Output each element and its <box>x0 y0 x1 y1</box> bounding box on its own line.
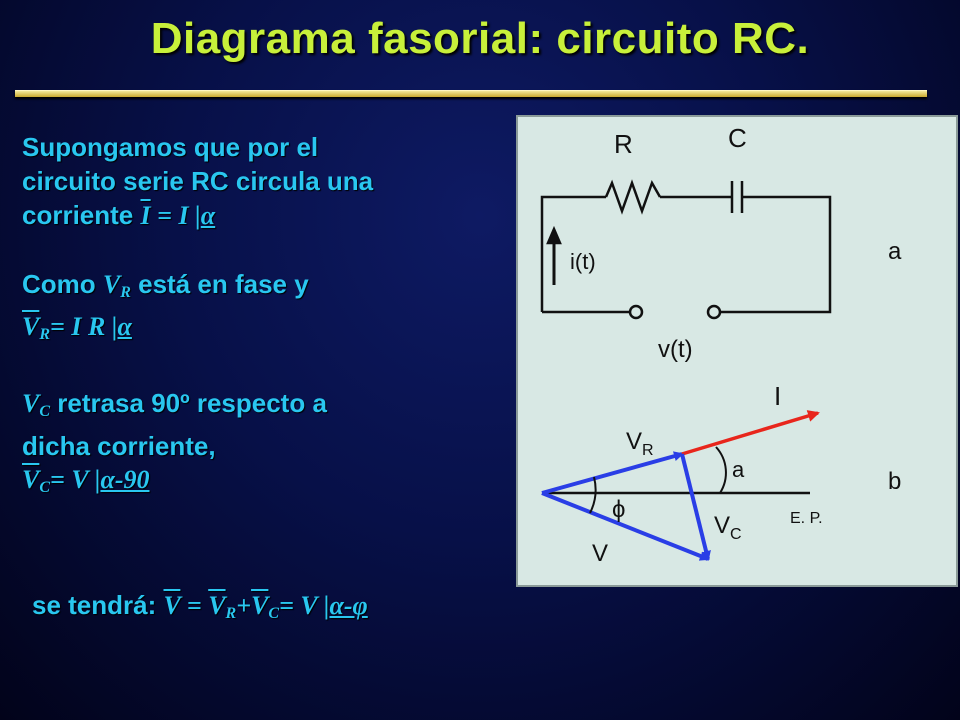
current-eq: = I | <box>150 201 201 230</box>
p3-line2: dicha corriente, <box>22 431 216 461</box>
vr-phasor-arrow <box>541 451 684 495</box>
label-VC-sub: C <box>730 526 742 543</box>
current-phasor: I <box>140 201 151 230</box>
vc-eq: = V | <box>50 465 101 494</box>
p2-text-b: está en fase y <box>130 269 309 299</box>
vr-expression: VR= I R |α <box>22 310 502 352</box>
vc-phasor-arrow <box>680 453 711 561</box>
label-VC-main: V <box>714 512 730 539</box>
p1-line3-text: corriente <box>22 200 134 230</box>
p3-text-b: retrasa 90º respecto a <box>50 388 327 418</box>
alpha-arc <box>715 446 727 494</box>
resistor-symbol <box>604 179 662 215</box>
res-vc: V <box>251 591 269 620</box>
label-I-phasor: I <box>774 381 781 411</box>
vc-phasor: V <box>22 465 40 494</box>
terminal-left <box>628 304 644 320</box>
phasor-diagram <box>541 410 820 561</box>
phi-arc <box>589 476 597 514</box>
current-angle: α <box>200 201 216 230</box>
current-expression: I = I |α <box>141 201 216 230</box>
res-vr: V <box>208 591 226 620</box>
vr-eq: = I R | <box>50 312 118 341</box>
vc-angle: α-90 <box>100 465 150 494</box>
label-b: b <box>888 468 901 495</box>
label-a: a <box>888 238 902 265</box>
vr-symbol-sub: R <box>120 284 131 301</box>
label-phi: ϕ <box>612 496 625 523</box>
wire-right <box>720 195 832 314</box>
res-angle: α-φ <box>329 591 368 620</box>
vr-angle: α <box>117 312 132 341</box>
label-v: v(t) <box>658 336 693 363</box>
label-VR-main: V <box>626 428 642 455</box>
title-divider <box>15 90 927 97</box>
vc-symbol: VC <box>22 389 51 420</box>
p2-text-a: Como <box>22 269 103 299</box>
label-VR: VR <box>626 428 654 459</box>
vr-symbol-v: V <box>102 270 121 299</box>
result-label: se tendrá: <box>32 590 164 620</box>
vc-phasor-sub: C <box>39 479 51 496</box>
terminal-right <box>706 304 722 320</box>
res-vr-sub: R <box>225 605 237 622</box>
vc-symbol-sub: C <box>39 403 51 420</box>
circuit-diagram <box>540 179 832 320</box>
label-VR-sub: R <box>642 442 654 459</box>
result-line: se tendrá: V = VR+VC= V |α-φ <box>32 590 368 623</box>
vc-expression: VC= V |α-90 <box>22 463 502 505</box>
res-vc-sub: C <box>268 605 280 622</box>
result-expression: V = VR+VC= V |α-φ <box>163 591 368 622</box>
label-i: i(t) <box>570 249 596 274</box>
label-ep: E. P. <box>790 510 823 527</box>
wire-left <box>540 195 606 312</box>
slide-title: Diagrama fasorial: circuito RC. <box>150 14 810 63</box>
res-plus: + <box>236 591 252 620</box>
diagram-svg: R C i(t) v(t) a I VR a ϕ VC E. P. V b <box>540 123 902 567</box>
diagram-panel: R C i(t) v(t) a I VR a ϕ VC E. P. V b <box>516 115 958 587</box>
p1-line3: corriente I = I |α <box>22 198 502 233</box>
i-phasor-arrow <box>681 410 820 456</box>
p2-line1: Como VR está en fase y <box>22 267 502 310</box>
current-arrow-head <box>546 225 562 245</box>
p3-line1: VC retrasa 90º respecto a <box>22 386 502 429</box>
label-R: R <box>614 129 633 159</box>
vr-phasor: V <box>22 312 40 341</box>
vr-symbol: VR <box>102 270 131 301</box>
p1-line1: Supongamos que por el <box>22 132 319 162</box>
res-v: V <box>163 591 181 620</box>
v-phasor-arrow <box>541 491 710 561</box>
label-V: V <box>592 540 608 567</box>
label-C: C <box>728 123 747 153</box>
res-eq: = <box>180 591 209 620</box>
label-alpha: a <box>732 457 745 482</box>
res-rest: = V | <box>279 591 330 620</box>
explanation-text: Supongamos que por el circuito serie RC … <box>22 130 502 505</box>
label-VC: VC <box>714 512 742 543</box>
vc-symbol-v: V <box>22 389 40 418</box>
vr-phasor-sub: R <box>39 326 51 343</box>
p1-line2: circuito serie RC circula una <box>22 166 374 196</box>
